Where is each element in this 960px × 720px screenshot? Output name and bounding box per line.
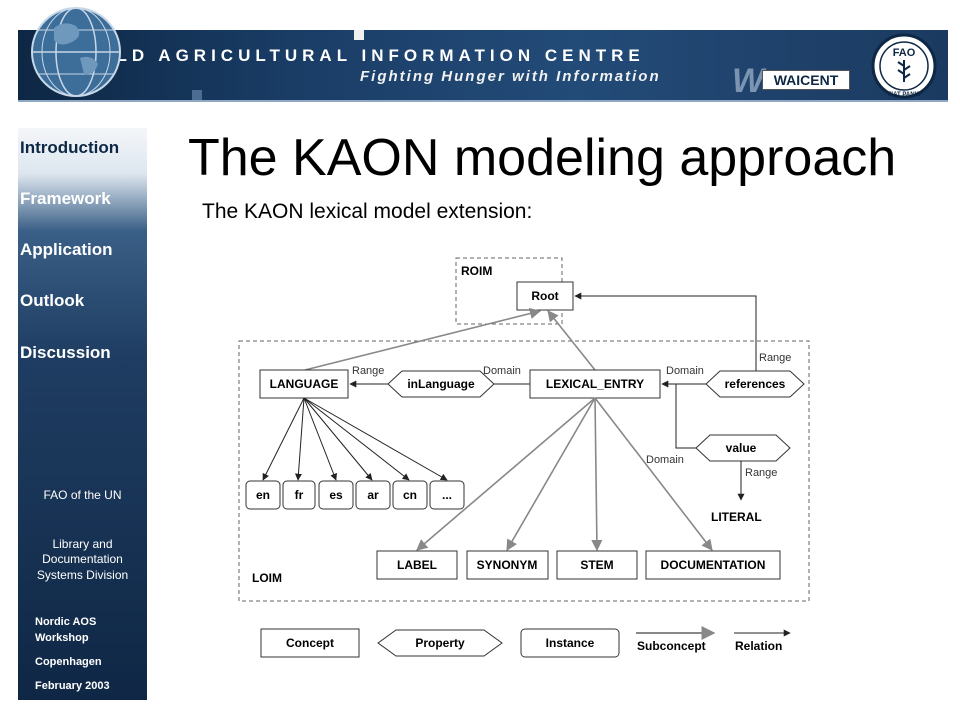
banner-accent <box>192 90 202 100</box>
banner-subtitle: Fighting Hunger with Information <box>360 68 661 85</box>
legend-instance-label: Instance <box>546 636 595 650</box>
instance-more <box>429 480 465 510</box>
legend-property-shape <box>377 629 503 657</box>
edge-label-value-range: Range <box>745 467 777 479</box>
waicent-w-mark: W <box>732 62 765 100</box>
value-property <box>695 434 791 462</box>
instance-cn-label: cn <box>403 488 417 502</box>
loim-region <box>238 340 810 602</box>
instance-cn <box>392 480 428 510</box>
loim-label: LOIM <box>252 571 282 585</box>
edge-label-references-domain: Domain <box>666 365 704 377</box>
legend-subconcept-label: Subconcept <box>637 639 706 653</box>
sidebar-event-line1: Nordic AOS <box>35 616 97 628</box>
sidebar-event-line2: Workshop <box>35 632 89 644</box>
lexical-entry-node <box>529 369 661 399</box>
slide-title: The KAON modeling approach <box>188 129 897 187</box>
edge-language-root <box>304 308 542 371</box>
legend-relation-label: Relation <box>735 639 782 653</box>
literal-label: LITERAL <box>711 510 762 524</box>
banner-accent <box>354 30 364 40</box>
instance-fr-label: fr <box>295 488 304 502</box>
banner-title: WORLD AGRICULTURAL INFORMATION CENTRE <box>60 46 645 65</box>
instance-ar <box>355 480 391 510</box>
synonym-node-label: SYNONYM <box>477 558 538 572</box>
sidebar-org: FAO of the UN <box>43 488 122 502</box>
waicent-logo: WAICENT <box>762 70 850 90</box>
inlanguage-label: inLanguage <box>407 377 475 391</box>
edge-label-inlanguage-domain: Domain <box>483 365 521 377</box>
instance-es-label: es <box>329 488 343 502</box>
instance-ar-label: ar <box>367 488 379 502</box>
banner-divider <box>18 100 948 102</box>
svg-text:FIAT PANIS: FIAT PANIS <box>888 92 920 98</box>
lexical-subconcept-edges <box>416 397 713 552</box>
instance-es <box>318 480 354 510</box>
sidebar-division-line2: Documentation <box>42 552 123 566</box>
stem-node <box>556 550 638 580</box>
sidebar-item-introduction[interactable]: Introduction <box>20 138 120 157</box>
instance-fr <box>282 480 316 510</box>
fao-logo-icon: FAO FIAT PANIS <box>871 33 937 99</box>
instance-en <box>245 480 281 510</box>
root-node <box>516 281 574 311</box>
roim-region <box>455 257 563 325</box>
edge-label-value-domain: Domain <box>646 454 684 466</box>
svg-text:FAO: FAO <box>893 47 916 59</box>
sidebar-item-framework[interactable]: Framework <box>20 189 111 208</box>
slide-subtitle: The KAON lexical model extension: <box>202 200 533 223</box>
edge-value-domain <box>675 384 696 449</box>
label-node <box>376 550 458 580</box>
edge-lexical-root <box>547 310 596 371</box>
globe-icon <box>31 7 121 97</box>
edge-label-inlanguage-range: Range <box>352 365 384 377</box>
legend-property-label: Property <box>415 636 465 650</box>
value-label: value <box>726 441 757 455</box>
edge-references-range <box>574 292 757 372</box>
references-label: references <box>725 377 786 391</box>
legend-instance-box <box>520 628 620 658</box>
synonym-node <box>466 550 549 580</box>
roim-label: ROIM <box>461 264 492 278</box>
language-instances <box>262 397 448 481</box>
header-banner <box>18 30 948 102</box>
label-node-label: LABEL <box>397 558 437 572</box>
sidebar-division-line3: Systems Division <box>36 568 129 582</box>
sidebar-item-application[interactable]: Application <box>20 240 113 259</box>
sidebar-item-outlook[interactable]: Outlook <box>20 291 85 310</box>
instance-en-label: en <box>256 488 270 502</box>
sidebar-city: Copenhagen <box>35 656 102 668</box>
references-property <box>705 370 805 398</box>
instance-more-label: ... <box>442 488 452 502</box>
sidebar-division-line1: Library and <box>52 537 113 551</box>
legend-concept-box <box>260 628 360 658</box>
sidebar-item-discussion[interactable]: Discussion <box>20 343 111 362</box>
documentation-node-label: DOCUMENTATION <box>661 558 766 572</box>
sidebar <box>18 128 147 700</box>
legend-concept-label: Concept <box>286 636 334 650</box>
language-label: LANGUAGE <box>270 377 339 391</box>
root-label: Root <box>531 289 558 303</box>
documentation-node <box>645 550 781 580</box>
edge-label-references-range: Range <box>759 352 791 364</box>
sidebar-date: February 2003 <box>35 680 110 692</box>
stem-node-label: STEM <box>580 558 613 572</box>
lexical-entry-label: LEXICAL_ENTRY <box>546 377 644 391</box>
